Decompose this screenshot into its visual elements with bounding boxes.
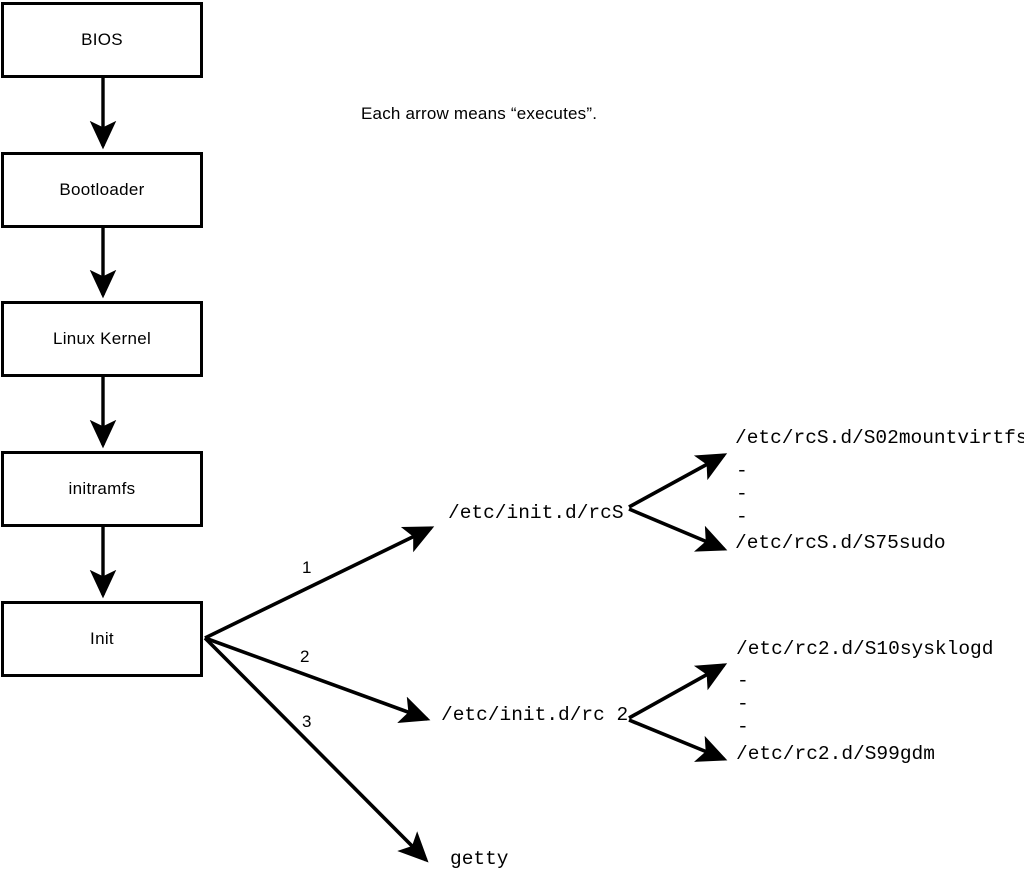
rc2-ellipsis-dash-3: - — [737, 716, 749, 738]
arrow-init-to-getty — [203, 636, 429, 863]
node-initramfs[interactable]: initramfs — [1, 451, 203, 527]
node-init-label: Init — [90, 629, 114, 648]
arrow-rcs-to-first-script — [628, 453, 728, 509]
node-bootloader[interactable]: Bootloader — [1, 152, 203, 228]
arrow-init-to-rcs — [204, 526, 435, 640]
edge-number-3: 3 — [302, 712, 312, 731]
node-bios[interactable]: BIOS — [1, 2, 203, 78]
arrow-rc2-to-first-script — [628, 663, 728, 720]
rcs-ellipsis-dash-1: - — [736, 460, 748, 482]
rcs-ellipsis-dash-3: - — [736, 506, 748, 528]
legend-note: Each arrow means “executes”. — [361, 104, 598, 123]
arrow-rcs-to-last-script — [628, 507, 728, 552]
label-rcs-first-script[interactable]: /etc/rcS.d/S02mountvirtfs — [735, 427, 1024, 449]
label-rc2-last-script[interactable]: /etc/rc2.d/S99gdm — [736, 743, 935, 765]
edge-number-1: 1 — [302, 558, 312, 577]
label-getty[interactable]: getty — [450, 848, 509, 870]
label-init-d-rc2[interactable]: /etc/init.d/rc 2 — [441, 704, 629, 726]
node-initramfs-label: initramfs — [68, 479, 136, 498]
rcs-ellipsis-dash-2: - — [736, 483, 748, 505]
label-rcs-last-script[interactable]: /etc/rcS.d/S75sudo — [735, 532, 946, 554]
node-bios-label: BIOS — [81, 30, 123, 49]
arrow-rc2-to-last-script — [628, 718, 728, 762]
node-bootloader-label: Bootloader — [59, 180, 145, 199]
node-linux-kernel-label: Linux Kernel — [52, 329, 152, 348]
rc2-ellipsis-dash-2: - — [737, 693, 749, 715]
label-init-d-rcs[interactable]: /etc/init.d/rcS — [448, 502, 624, 524]
node-init[interactable]: Init — [1, 601, 203, 677]
rc2-ellipsis-dash-1: - — [737, 670, 749, 692]
arrow-init-to-rc2 — [204, 636, 431, 724]
edge-number-2: 2 — [300, 647, 310, 666]
label-rc2-first-script[interactable]: /etc/rc2.d/S10sysklogd — [736, 638, 994, 660]
node-linux-kernel[interactable]: Linux Kernel — [1, 301, 203, 377]
